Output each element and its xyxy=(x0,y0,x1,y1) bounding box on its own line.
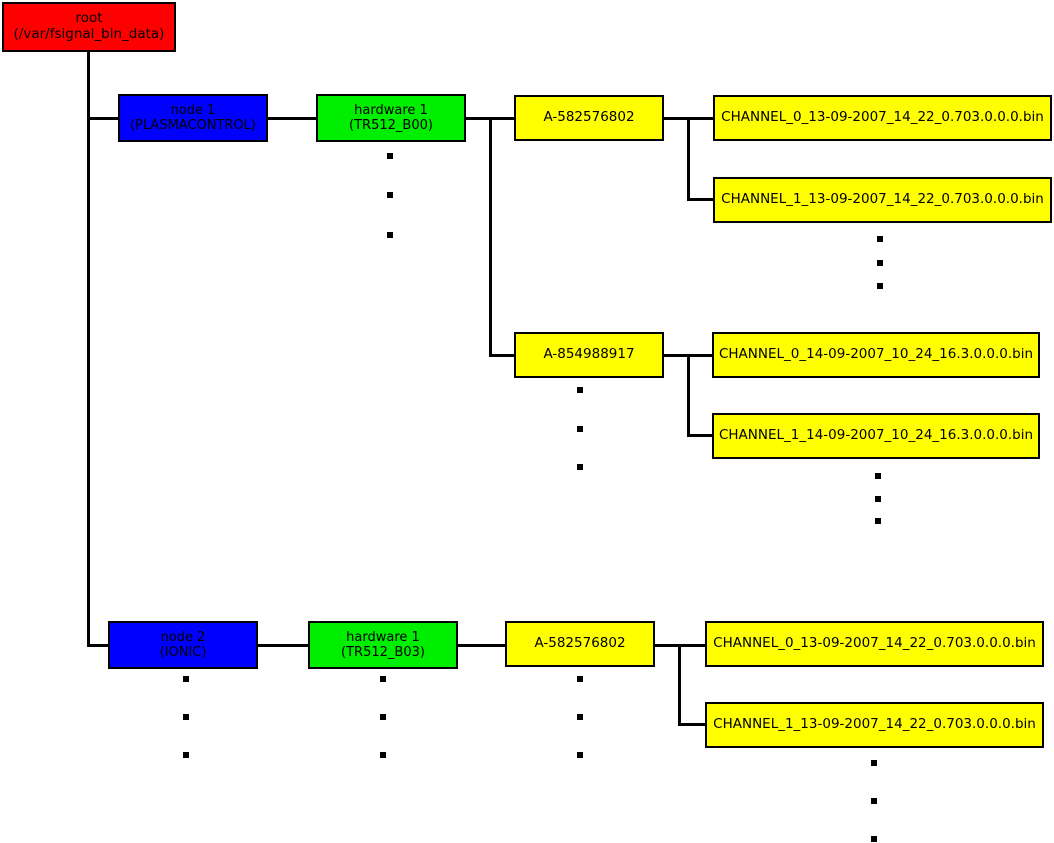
node-hardware-1-line2: (TR512_B00) xyxy=(349,118,433,133)
ellipsis-dot-acq2-2 xyxy=(577,426,583,432)
node-acquisition-3[interactable]: A-582576802 xyxy=(505,621,655,667)
ellipsis-dot-node2-1 xyxy=(183,676,189,682)
ellipsis-dot-hardware2-2 xyxy=(380,714,386,720)
node-acquisition-1-label: A-582576802 xyxy=(543,109,635,126)
ellipsis-dot-acq3-1 xyxy=(577,676,583,682)
edge-root-trunk xyxy=(87,52,90,647)
edge-root-to-node2 xyxy=(87,644,110,647)
node-channel-1-label: CHANNEL_0_13-09-2007_14_22_0.703.0.0.0.b… xyxy=(721,109,1044,126)
ellipsis-dot-acq2-3 xyxy=(577,464,583,470)
node-hardware-1[interactable]: hardware 1 (TR512_B00) xyxy=(316,94,466,142)
node-channel-3[interactable]: CHANNEL_0_14-09-2007_10_24_16.3.0.0.0.bi… xyxy=(712,332,1040,378)
ellipsis-dot-hardware2-3 xyxy=(380,752,386,758)
node-channel-2[interactable]: CHANNEL_1_13-09-2007_14_22_0.703.0.0.0.b… xyxy=(713,177,1052,223)
node-acquisition-2-label: A-854988917 xyxy=(543,346,635,363)
ellipsis-dot-acq3-3 xyxy=(577,752,583,758)
node-channel-3-label: CHANNEL_0_14-09-2007_10_24_16.3.0.0.0.bi… xyxy=(718,346,1034,363)
edge-channel-branch3-to-channel6 xyxy=(678,723,707,726)
ellipsis-dot-channels1-1 xyxy=(877,236,883,242)
node-acquisition-2[interactable]: A-854988917 xyxy=(514,332,664,378)
node-channel-6[interactable]: CHANNEL_1_13-09-2007_14_22_0.703.0.0.0.b… xyxy=(705,702,1044,748)
node-root-line1: root xyxy=(75,10,103,27)
node-node-2-line2: (IONIC) xyxy=(159,645,207,660)
edge-root-to-node1 xyxy=(87,117,120,120)
ellipsis-dot-channels1-3 xyxy=(877,283,883,289)
ellipsis-dot-channels2-3 xyxy=(875,518,881,524)
node-node-1-line2: (PLASMACONTROL) xyxy=(129,118,257,133)
node-hardware-2[interactable]: hardware 1 (TR512_B03) xyxy=(308,621,458,669)
edge-node1-to-hardware1 xyxy=(268,117,317,120)
node-hardware-2-line1: hardware 1 xyxy=(346,629,420,645)
ellipsis-dot-hardware1-1 xyxy=(387,153,393,159)
node-node-1-line1: node 1 xyxy=(170,102,216,118)
node-channel-5-label: CHANNEL_0_13-09-2007_14_22_0.703.0.0.0.b… xyxy=(713,635,1036,652)
ellipsis-dot-node2-2 xyxy=(183,714,189,720)
ellipsis-dot-acq2-1 xyxy=(577,387,583,393)
ellipsis-dot-channels1-2 xyxy=(877,260,883,266)
node-node-1[interactable]: node 1 (PLASMACONTROL) xyxy=(118,94,268,142)
node-root[interactable]: root (/var/fsignal_bin_data) xyxy=(2,2,176,52)
ellipsis-dot-channels3-3 xyxy=(871,836,877,842)
ellipsis-dot-channels3-1 xyxy=(871,760,877,766)
ellipsis-dot-node2-3 xyxy=(183,752,189,758)
ellipsis-dot-hardware2-1 xyxy=(380,676,386,682)
node-node-2-line1: node 2 xyxy=(160,629,206,645)
edge-acq-branch-to-acq2 xyxy=(489,354,515,357)
ellipsis-dot-acq3-2 xyxy=(577,714,583,720)
ellipsis-dot-hardware1-3 xyxy=(387,232,393,238)
ellipsis-dot-channels2-2 xyxy=(875,496,881,502)
ellipsis-dot-hardware1-2 xyxy=(387,192,393,198)
node-node-2[interactable]: node 2 (IONIC) xyxy=(108,621,258,669)
ellipsis-dot-channels3-2 xyxy=(871,798,877,804)
edge-acq-branch-vertical xyxy=(489,117,492,357)
node-channel-4-label: CHANNEL_1_14-09-2007_10_24_16.3.0.0.0.bi… xyxy=(718,427,1034,444)
ellipsis-dot-channels2-1 xyxy=(875,473,881,479)
edge-acq3-to-channel-branch xyxy=(655,644,707,647)
node-acquisition-3-label: A-582576802 xyxy=(534,635,626,652)
node-channel-2-label: CHANNEL_1_13-09-2007_14_22_0.703.0.0.0.b… xyxy=(721,191,1044,208)
node-hardware-1-line1: hardware 1 xyxy=(354,102,428,118)
edge-channel-branch2-to-channel4 xyxy=(687,434,714,437)
edge-node2-to-hardware2 xyxy=(258,644,310,647)
edge-channel-branch1-to-channel2 xyxy=(687,198,714,201)
node-hardware-2-line2: (TR512_B03) xyxy=(341,645,425,660)
node-channel-1[interactable]: CHANNEL_0_13-09-2007_14_22_0.703.0.0.0.b… xyxy=(713,95,1052,141)
node-channel-4[interactable]: CHANNEL_1_14-09-2007_10_24_16.3.0.0.0.bi… xyxy=(712,413,1040,459)
edge-channel-branch2-vertical xyxy=(687,354,690,436)
node-channel-6-label: CHANNEL_1_13-09-2007_14_22_0.703.0.0.0.b… xyxy=(713,716,1036,733)
edge-channel-branch3-vertical xyxy=(678,644,681,726)
node-channel-5[interactable]: CHANNEL_0_13-09-2007_14_22_0.703.0.0.0.b… xyxy=(705,621,1044,667)
node-root-line2: (/var/fsignal_bin_data) xyxy=(13,26,165,42)
edge-channel-branch1-vertical xyxy=(687,117,690,201)
node-acquisition-1[interactable]: A-582576802 xyxy=(514,95,664,141)
edge-hardware2-to-acq3 xyxy=(456,644,506,647)
